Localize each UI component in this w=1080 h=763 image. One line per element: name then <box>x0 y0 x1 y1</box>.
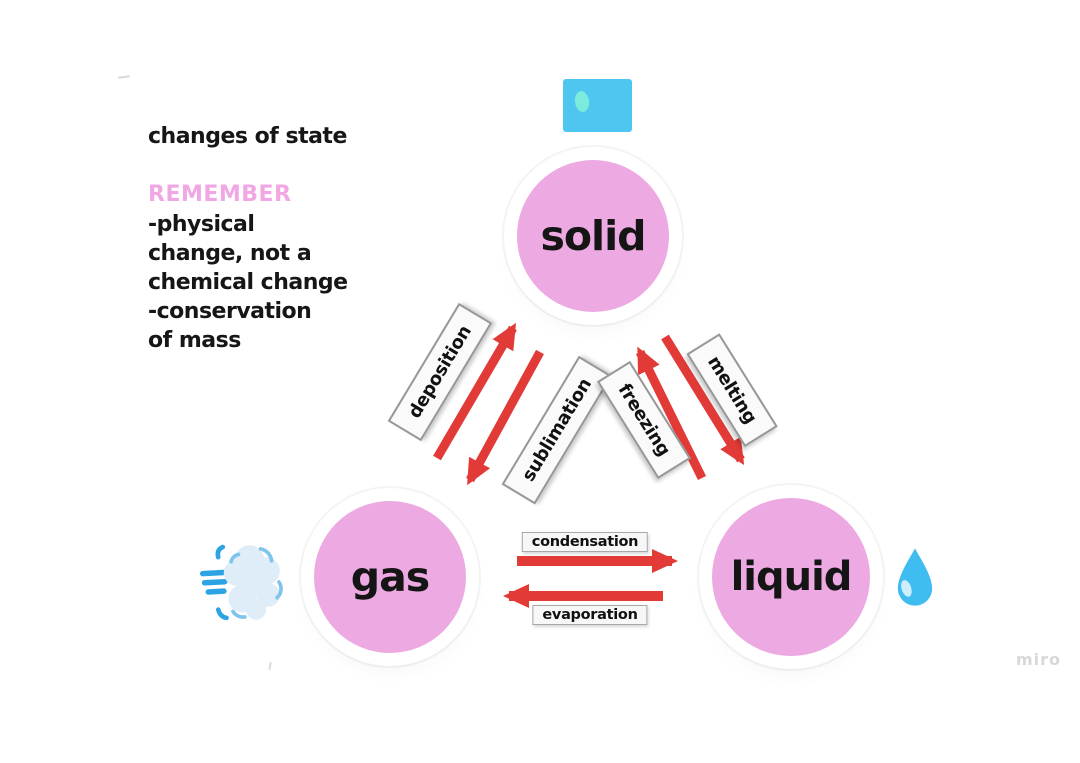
node-solid[interactable]: solid <box>517 160 669 312</box>
evaporation-label[interactable]: evaporation <box>532 605 648 625</box>
note-line: of mass <box>148 328 241 353</box>
node-solid-label: solid <box>540 212 646 260</box>
cloud-accents <box>229 547 283 619</box>
notes-block[interactable]: changes of state REMEMBER -physical chan… <box>148 124 378 355</box>
node-liquid-label: liquid <box>730 554 853 600</box>
note-line: chemical change <box>148 270 348 295</box>
node-liquid[interactable]: liquid <box>712 498 870 656</box>
wind-curls <box>215 544 229 621</box>
wind-puff-icon[interactable] <box>198 534 290 630</box>
sublimation-arrow[interactable] <box>466 349 544 486</box>
ice-cube-icon[interactable] <box>563 79 632 132</box>
note-line: -physical <box>148 212 255 237</box>
node-gas-label: gas <box>350 553 430 601</box>
note-line: -conservation <box>148 299 312 324</box>
cloud-body <box>223 545 280 620</box>
condensation-label[interactable]: condensation <box>521 532 649 552</box>
wind-speed-lines <box>199 569 229 595</box>
node-gas[interactable]: gas <box>314 501 466 653</box>
deposition-arrow[interactable] <box>433 322 517 461</box>
melting-arrow[interactable] <box>661 334 745 466</box>
miro-watermark[interactable]: miro <box>1016 650 1062 669</box>
freezing-arrow[interactable] <box>635 346 707 480</box>
drop-highlight <box>901 580 912 597</box>
water-drop-icon[interactable] <box>894 536 936 618</box>
note-line: change, not a <box>148 241 312 266</box>
page-title: changes of state <box>148 124 347 149</box>
remember-heading: REMEMBER <box>148 182 292 207</box>
